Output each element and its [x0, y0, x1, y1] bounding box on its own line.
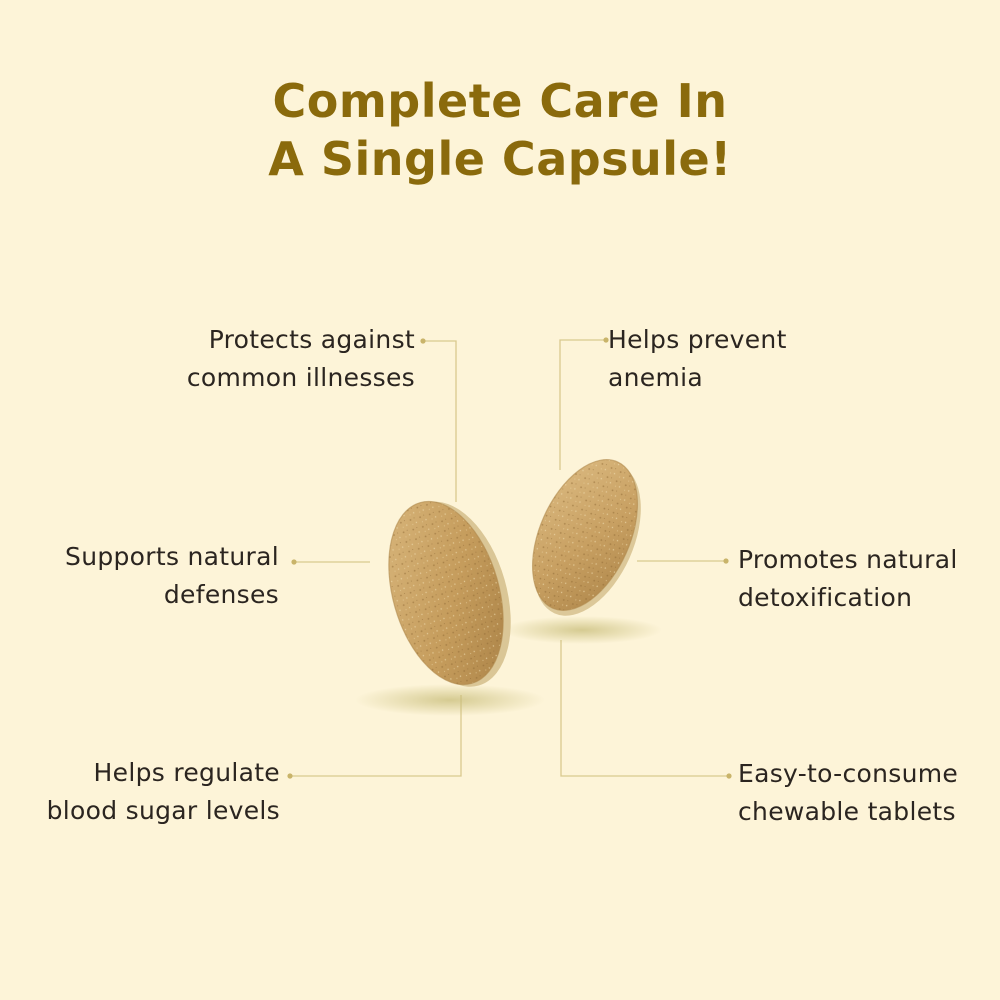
benefit-line-1: Supports natural — [65, 542, 279, 571]
benefit-line-2: defenses — [163, 580, 279, 609]
headline-line-2: A Single Capsule! — [268, 132, 732, 186]
connector-chewable — [560, 640, 729, 777]
benefit-line-2: chewable tablets — [738, 797, 956, 826]
benefit-line-1: Helps regulate — [93, 758, 280, 787]
connector-blood-sugar — [290, 695, 462, 777]
connector-protects — [423, 340, 457, 502]
tablet-right — [531, 459, 641, 616]
tablet-left — [388, 500, 511, 687]
benefit-line-2: common illnesses — [186, 363, 415, 392]
benefit-line-2: anemia — [608, 363, 703, 392]
benefit-line-2: detoxification — [738, 583, 913, 612]
benefit-line-1: Helps prevent — [608, 325, 787, 354]
tablet-left-shadow — [355, 684, 545, 716]
benefit-line-1: Promotes natural — [738, 545, 958, 574]
benefit-line-1: Easy-to-consume — [738, 759, 959, 788]
headline-line-1: Complete Care In — [272, 74, 728, 128]
benefit-supports-natural-defenses: Supports natural defenses — [65, 538, 279, 614]
benefit-regulate-blood-sugar: Helps regulate blood sugar levels — [47, 754, 280, 830]
benefit-line-2: blood sugar levels — [46, 796, 280, 825]
tablet-right-shadow — [502, 616, 662, 644]
connector-anemia — [559, 339, 606, 470]
connector-dots — [287, 337, 732, 779]
benefit-chewable-tablets: Easy-to-consume chewable tablets — [738, 755, 958, 831]
benefit-helps-prevent-anemia: Helps prevent anemia — [608, 321, 787, 397]
headline: Complete Care In A Single Capsule! — [0, 72, 1000, 188]
benefit-protects-against-illnesses: Protects against common illnesses — [187, 321, 415, 397]
benefit-promotes-detoxification: Promotes natural detoxification — [738, 541, 958, 617]
benefit-line-1: Protects against — [208, 325, 415, 354]
connector-lines — [290, 339, 729, 777]
